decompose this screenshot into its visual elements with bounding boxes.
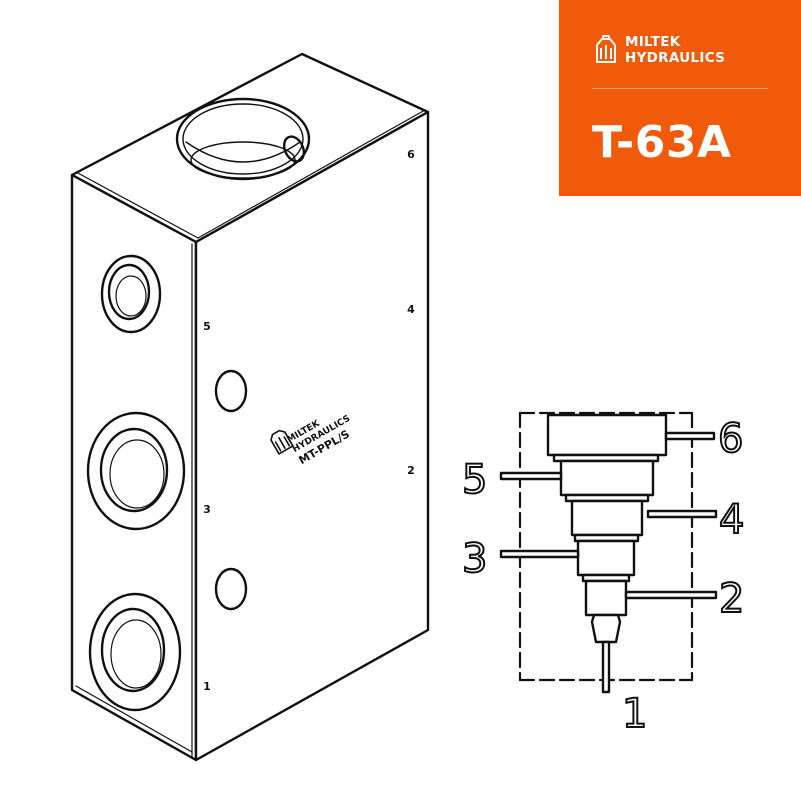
- block-right-face: [194, 110, 430, 762]
- schematic-label-2: 2: [719, 576, 744, 622]
- schematic-line-5: [499, 471, 563, 481]
- schematic-label-4: 4: [719, 497, 744, 543]
- miltek-logo-icon: [596, 35, 616, 63]
- schematic-label-3: 3: [462, 536, 487, 582]
- brand-line-2: HYDRAULICS: [625, 50, 726, 66]
- block-port-mark-2: 2: [407, 464, 415, 477]
- schematic-line-3: [499, 549, 580, 559]
- schematic-line-2: [624, 590, 718, 600]
- schematic-label-6: 6: [718, 416, 743, 462]
- block-port-mark-4: 4: [407, 303, 415, 316]
- schematic-line-6: [664, 431, 716, 441]
- right-port-upper: [214, 369, 248, 413]
- schematic-line-1: [601, 640, 611, 694]
- left-port-middle: [86, 411, 186, 531]
- right-port-lower: [214, 567, 248, 611]
- block-port-mark-1: 1: [203, 680, 211, 693]
- brand-line-1: MILTEK: [625, 34, 681, 50]
- schematic-symbol: [499, 411, 718, 694]
- model-number: T-63A: [592, 117, 732, 168]
- block-port-mark-6: 6: [407, 148, 415, 161]
- schematic-line-4: [646, 509, 718, 519]
- schematic-label-1: 1: [622, 691, 647, 737]
- badge-divider: [592, 88, 768, 89]
- left-port-upper: [100, 254, 162, 334]
- brand: MILTEK HYDRAULICS: [594, 34, 725, 66]
- block-port-mark-5: 5: [203, 320, 211, 333]
- block-port-mark-3: 3: [203, 503, 211, 516]
- schematic-label-5: 5: [462, 457, 487, 503]
- left-port-lower: [88, 592, 182, 712]
- product-badge: MILTEK HYDRAULICS T-63A: [559, 0, 801, 196]
- block-engraved-logo-icon: [270, 429, 294, 455]
- brand-name: MILTEK HYDRAULICS: [625, 34, 725, 66]
- top-port: [175, 97, 311, 181]
